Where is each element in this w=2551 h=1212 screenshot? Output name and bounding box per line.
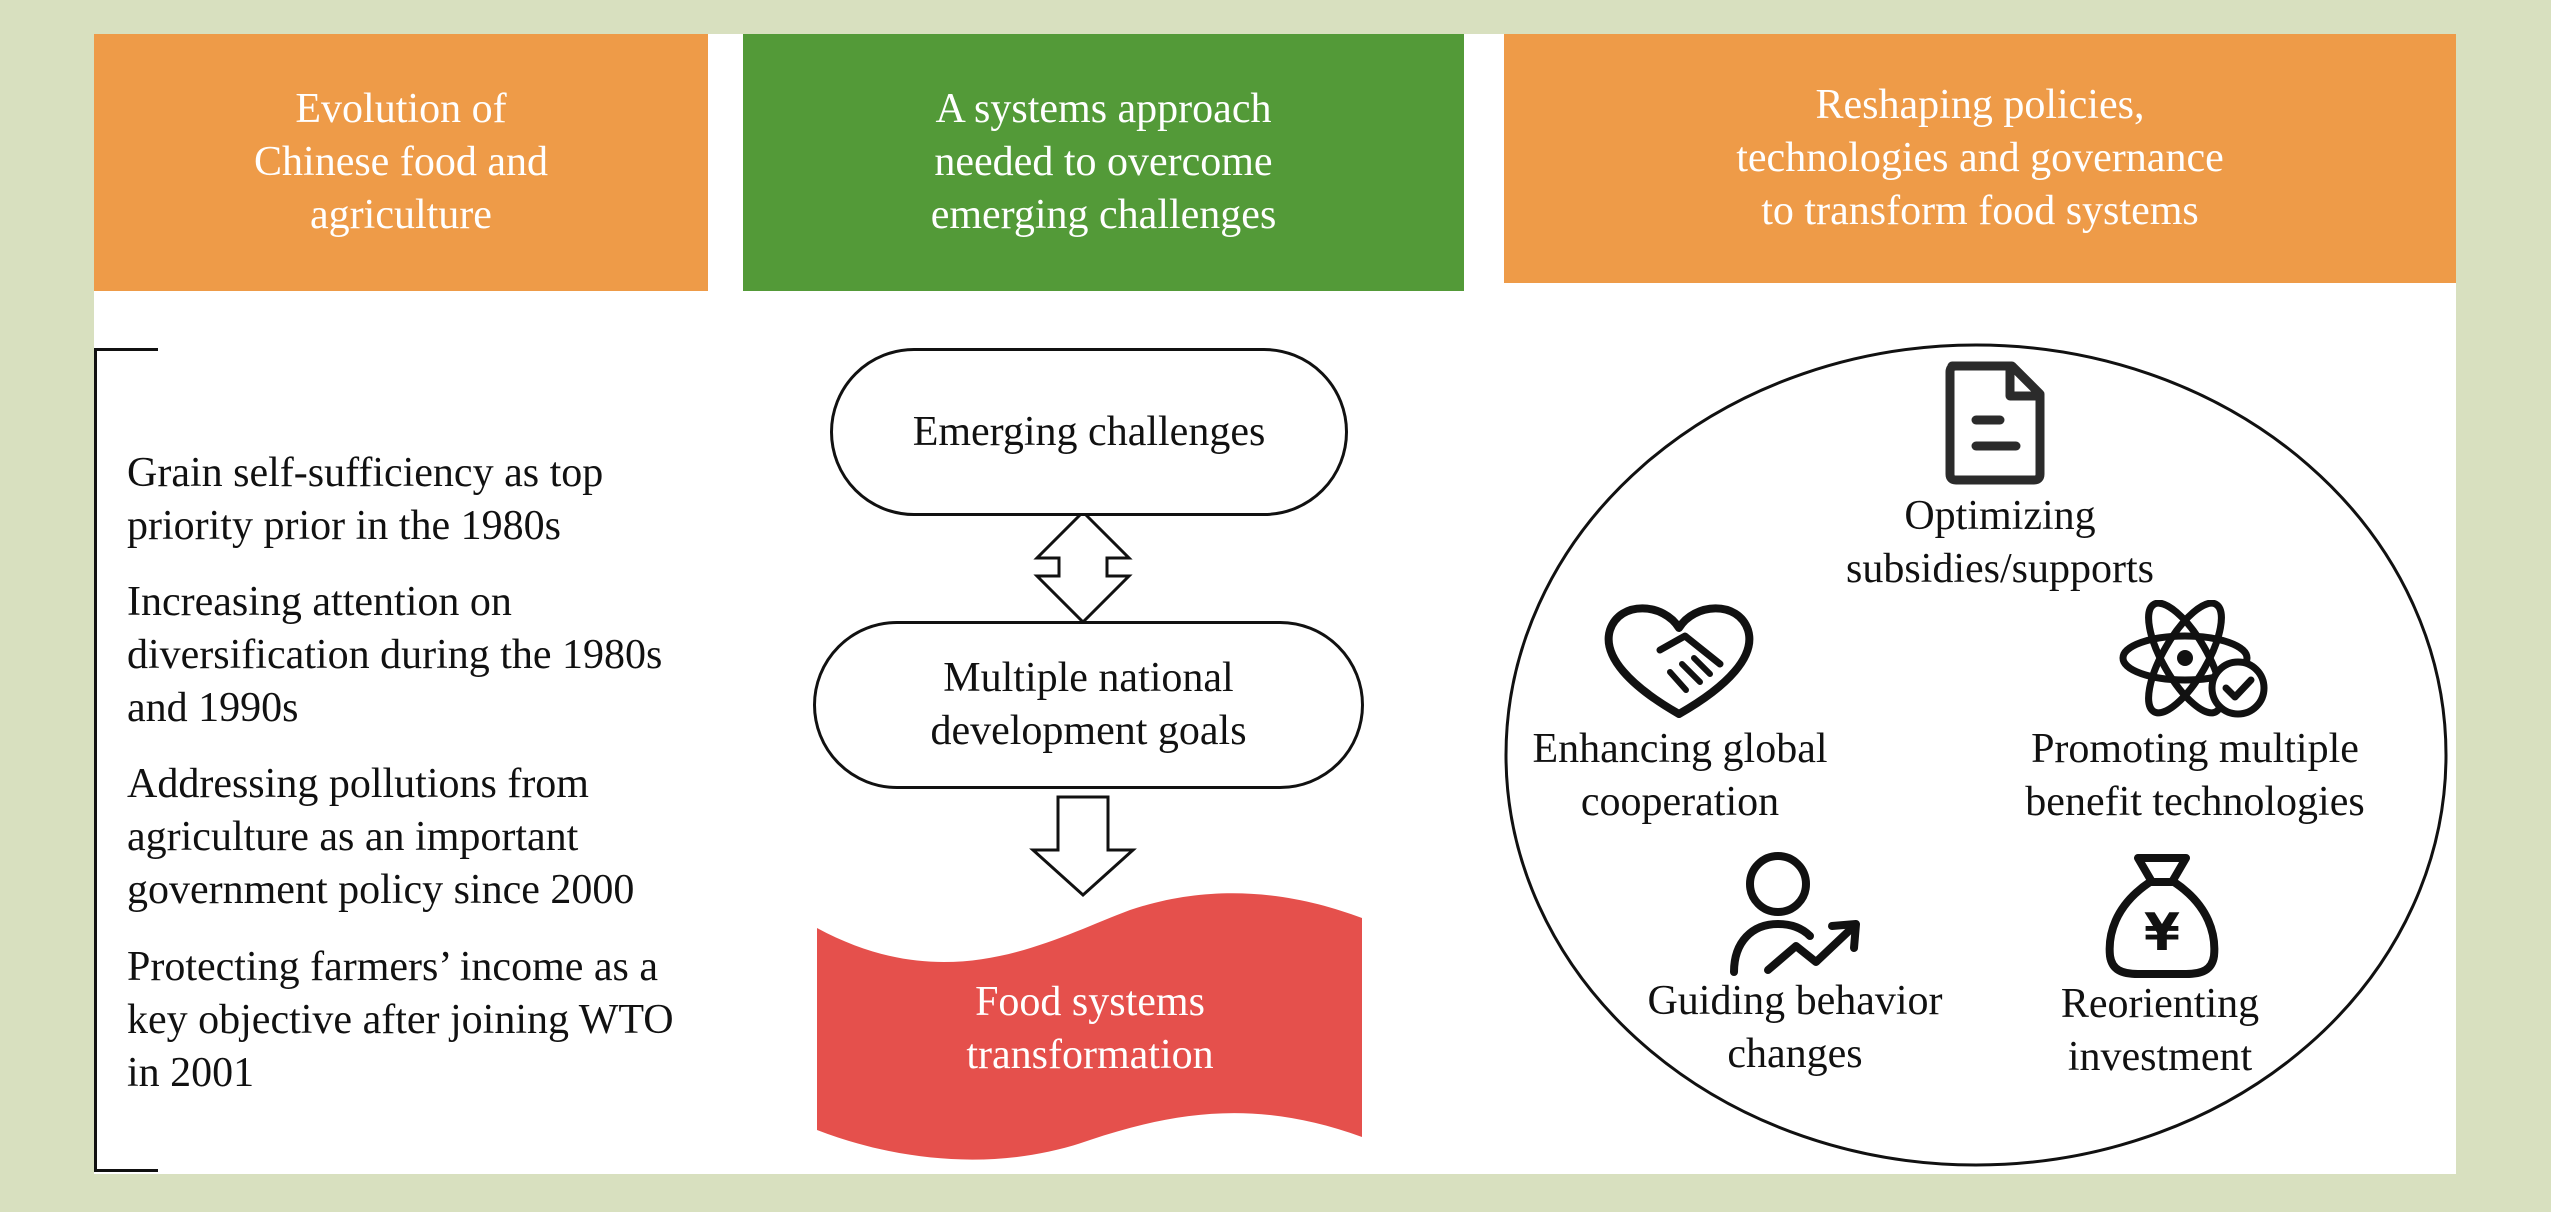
person-trend-icon [1730, 852, 1860, 976]
down-arrow [1029, 795, 1137, 898]
header-evolution: Evolution of Chinese food and agricultur… [94, 34, 708, 291]
document-icon [1945, 361, 2045, 485]
evolution-item: Increasing attention on diversification … [127, 579, 663, 731]
evolution-item: Grain self-sufficiency as top priority p… [127, 450, 604, 549]
evolution-item: Protecting farmers’ income as a key obje… [127, 944, 674, 1096]
atom-check-icon [2119, 600, 2268, 718]
lever-global-cooperation: Enhancing global cooperation [1532, 726, 1828, 825]
header-systems-approach: A systems approach needed to overcome em… [743, 34, 1464, 291]
lever-optimizing-subsidies: Optimizing subsidies/supports [1845, 493, 2155, 592]
svg-text:¥: ¥ [2144, 903, 2180, 963]
evolution-item: Addressing pollutions from agriculture a… [127, 761, 635, 913]
handshake-heart-icon [1604, 604, 1754, 718]
national-goals-box: Multiple national development goals [813, 621, 1364, 789]
evolution-bracket [94, 348, 158, 1172]
lever-behavior-changes: Guiding behavior changes [1647, 978, 1943, 1077]
food-systems-label: Food systems transformation [966, 979, 1214, 1078]
levers-ellipse [1504, 343, 2448, 1167]
header-reshaping: Reshaping policies, technologies and gov… [1504, 34, 2456, 283]
outcome-wave [817, 893, 1362, 1160]
yuan-money-bag-icon: ¥ [2105, 854, 2219, 978]
emerging-challenges-box: Emerging challenges [830, 348, 1348, 516]
double-arrow [1033, 509, 1133, 625]
lever-multiple-benefit-technologies: Promoting multiple benefit technologies [2025, 726, 2365, 825]
lever-reorienting-investment: Reorienting investment [2060, 981, 2260, 1080]
